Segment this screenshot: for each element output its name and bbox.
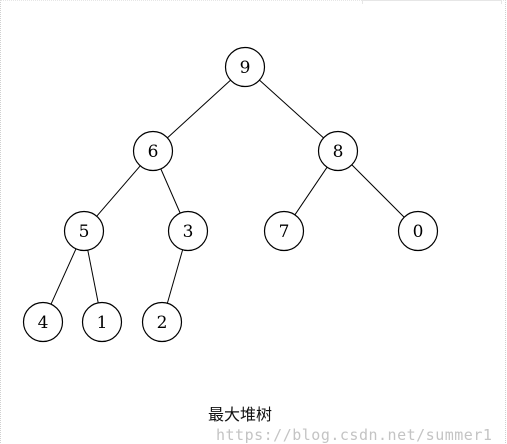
edge-n5-n1 <box>87 250 99 303</box>
edge-n9-n8 <box>259 79 324 139</box>
tree-node-7: 7 <box>263 210 305 252</box>
edge-n9-n6 <box>167 79 231 139</box>
tree-nodes: 9 6 8 5 3 7 0 4 1 2 <box>22 46 439 343</box>
node-label: 0 <box>413 222 424 242</box>
node-label: 5 <box>79 222 90 242</box>
node-label: 1 <box>97 313 108 333</box>
node-circle <box>167 210 209 252</box>
node-circle <box>141 301 183 343</box>
tree-node-8: 8 <box>317 130 359 172</box>
heap-tree-diagram: 9 6 8 5 3 7 0 4 1 2 <box>22 46 439 343</box>
tree-node-6: 6 <box>132 130 174 172</box>
tree-node-4: 4 <box>22 301 64 343</box>
edge-n6-n3 <box>160 168 181 214</box>
edge-n5-n4 <box>50 248 77 305</box>
node-label: 8 <box>333 142 344 162</box>
node-label: 7 <box>279 222 290 242</box>
edge-n6-n5 <box>96 165 141 217</box>
node-circle <box>397 210 439 252</box>
node-circle <box>224 46 266 88</box>
node-label: 3 <box>183 222 194 242</box>
node-label: 6 <box>148 142 159 162</box>
diagram-caption: 最大堆树 <box>207 405 272 424</box>
node-circle <box>22 301 64 343</box>
edge-n8-n7 <box>294 166 328 216</box>
node-circle <box>81 301 123 343</box>
node-circle <box>317 130 359 172</box>
node-circle <box>63 210 105 252</box>
tree-node-2: 2 <box>141 301 183 343</box>
watermark: https://blog.csdn.net/summer1 <box>216 426 493 444</box>
edge-n3-n2 <box>166 249 184 304</box>
node-label: 9 <box>240 58 251 78</box>
tree-node-9: 9 <box>224 46 266 88</box>
node-circle <box>263 210 305 252</box>
tree-node-1: 1 <box>81 301 123 343</box>
node-label: 2 <box>157 313 168 333</box>
tree-node-0: 0 <box>397 210 439 252</box>
node-label: 4 <box>38 313 49 333</box>
tree-edges <box>50 79 405 305</box>
top-border-strip <box>362 0 502 4</box>
node-circle <box>132 130 174 172</box>
tree-node-3: 3 <box>167 210 209 252</box>
edge-n8-n0 <box>351 164 405 218</box>
tree-node-5: 5 <box>63 210 105 252</box>
